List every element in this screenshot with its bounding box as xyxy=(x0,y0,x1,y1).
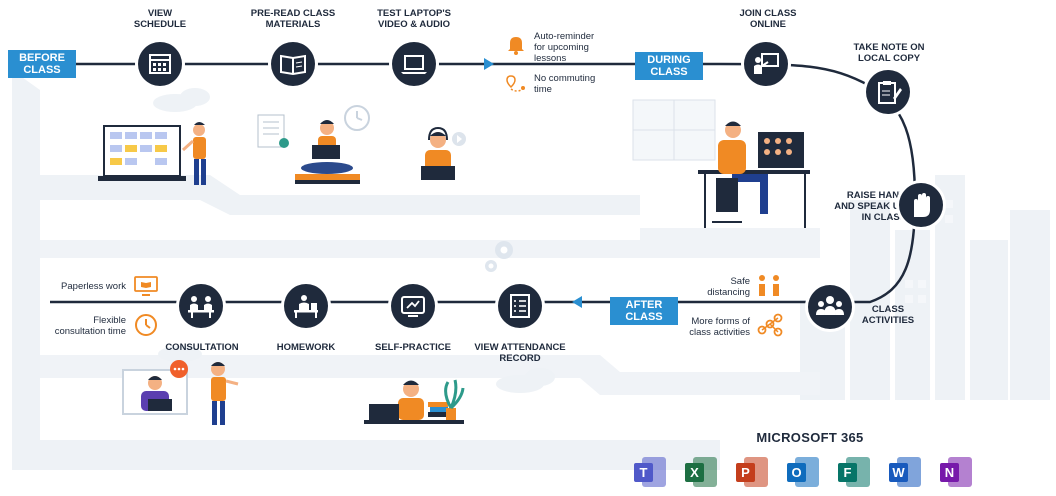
illustration-online-class xyxy=(632,99,810,228)
app-letter: W xyxy=(892,465,905,480)
step-node-pre-read[interactable] xyxy=(271,42,315,86)
arrow-left-after xyxy=(572,296,582,308)
route-pin-icon xyxy=(506,75,525,92)
step-label-self-practice: SELF-PRACTICE xyxy=(375,342,451,353)
book-stack xyxy=(428,402,448,417)
note-auto-reminder: Auto-reminder for upcoming lessons xyxy=(534,31,595,64)
teams-icon[interactable]: T xyxy=(632,454,668,490)
microsoft-365-title: MICROSOFT 365 xyxy=(756,430,864,445)
app-letter: X xyxy=(690,465,699,480)
after-class-tag: AFTER CLASS xyxy=(610,297,678,325)
step-label-attendance: VIEW ATTENDANCE RECORD xyxy=(474,342,566,364)
onenote-icon[interactable]: N xyxy=(938,454,974,490)
step-node-join-class[interactable] xyxy=(744,42,788,86)
during-class-tag: DURING CLASS xyxy=(635,52,703,80)
step-label-class-activities: CLASS ACTIVITIES xyxy=(861,304,915,326)
excel-icon[interactable]: X xyxy=(683,454,719,490)
illustration-headset xyxy=(421,126,466,180)
app-letter: O xyxy=(791,465,801,480)
step-node-view-schedule[interactable] xyxy=(138,42,182,86)
desk-icon xyxy=(294,295,318,318)
checklist-icon xyxy=(510,294,530,318)
cloud-decor xyxy=(153,88,555,393)
note-safe-distancing: Safe distancing xyxy=(707,276,750,298)
practice-screen-icon xyxy=(401,296,425,317)
note-more-activities: More forms of class activities xyxy=(689,316,750,338)
app-letter: N xyxy=(945,465,954,480)
app-letter: P xyxy=(741,465,750,480)
presenter-icon xyxy=(754,53,779,74)
step-node-consultation[interactable] xyxy=(179,284,223,328)
laptop-icon xyxy=(401,55,427,74)
meeting-icon xyxy=(188,296,214,318)
journey-path xyxy=(50,62,917,304)
forms-icon[interactable]: F xyxy=(836,454,872,490)
step-label-join-class: JOIN CLASS ONLINE xyxy=(739,8,797,30)
hand-icon xyxy=(914,193,930,217)
calendar-icon xyxy=(149,54,171,74)
bell-icon xyxy=(508,37,524,55)
network-icon xyxy=(757,313,783,337)
illustration-reading xyxy=(257,105,370,184)
illustration-consultation xyxy=(122,360,239,425)
arrow-right-before xyxy=(484,58,494,70)
app-letter: F xyxy=(844,465,852,480)
step-label-raise-hand: RAISE HAND AND SPEAK UP IN CLASS xyxy=(834,190,906,223)
clock-icon xyxy=(135,314,157,336)
step-label-take-note: TAKE NOTE ON LOCAL COPY xyxy=(853,42,925,64)
before-class-tag: BEFORE CLASS xyxy=(8,50,76,78)
step-node-class-activities[interactable] xyxy=(808,285,852,329)
word-icon[interactable]: W xyxy=(887,454,923,490)
book-icon xyxy=(280,54,306,76)
step-node-raise-hand[interactable] xyxy=(899,183,943,227)
step-node-test-laptop[interactable] xyxy=(392,42,436,86)
step-label-consultation: CONSULTATION xyxy=(165,342,239,353)
illustration-self-practice xyxy=(364,379,465,424)
note-flexible-time: Flexible consultation time xyxy=(54,315,126,337)
notepad-icon xyxy=(878,81,902,104)
step-label-pre-read: PRE-READ CLASS MATERIALS xyxy=(250,8,336,30)
monitor-book-icon xyxy=(134,276,158,296)
step-node-take-note[interactable] xyxy=(866,70,910,114)
group-icon xyxy=(816,296,844,315)
city-skyline xyxy=(800,175,1050,400)
step-node-homework[interactable] xyxy=(284,284,328,328)
step-node-attendance[interactable] xyxy=(498,284,542,328)
step-label-homework: HOMEWORK xyxy=(276,342,336,353)
app-letter: T xyxy=(640,465,648,480)
step-label-test-laptop: TEST LAPTOP'S VIDEO & AUDIO xyxy=(377,8,451,30)
note-paperless: Paperless work xyxy=(61,281,126,292)
powerpoint-icon[interactable]: P xyxy=(734,454,770,490)
distancing-icon xyxy=(759,275,779,296)
step-node-self-practice[interactable] xyxy=(391,284,435,328)
step-label-view-schedule: VIEW SCHEDULE xyxy=(133,8,187,30)
note-no-commuting: No commuting time xyxy=(534,73,596,95)
outlook-icon[interactable]: O xyxy=(785,454,821,490)
illustration-schedule-board xyxy=(98,122,206,185)
road-bands xyxy=(12,70,820,470)
